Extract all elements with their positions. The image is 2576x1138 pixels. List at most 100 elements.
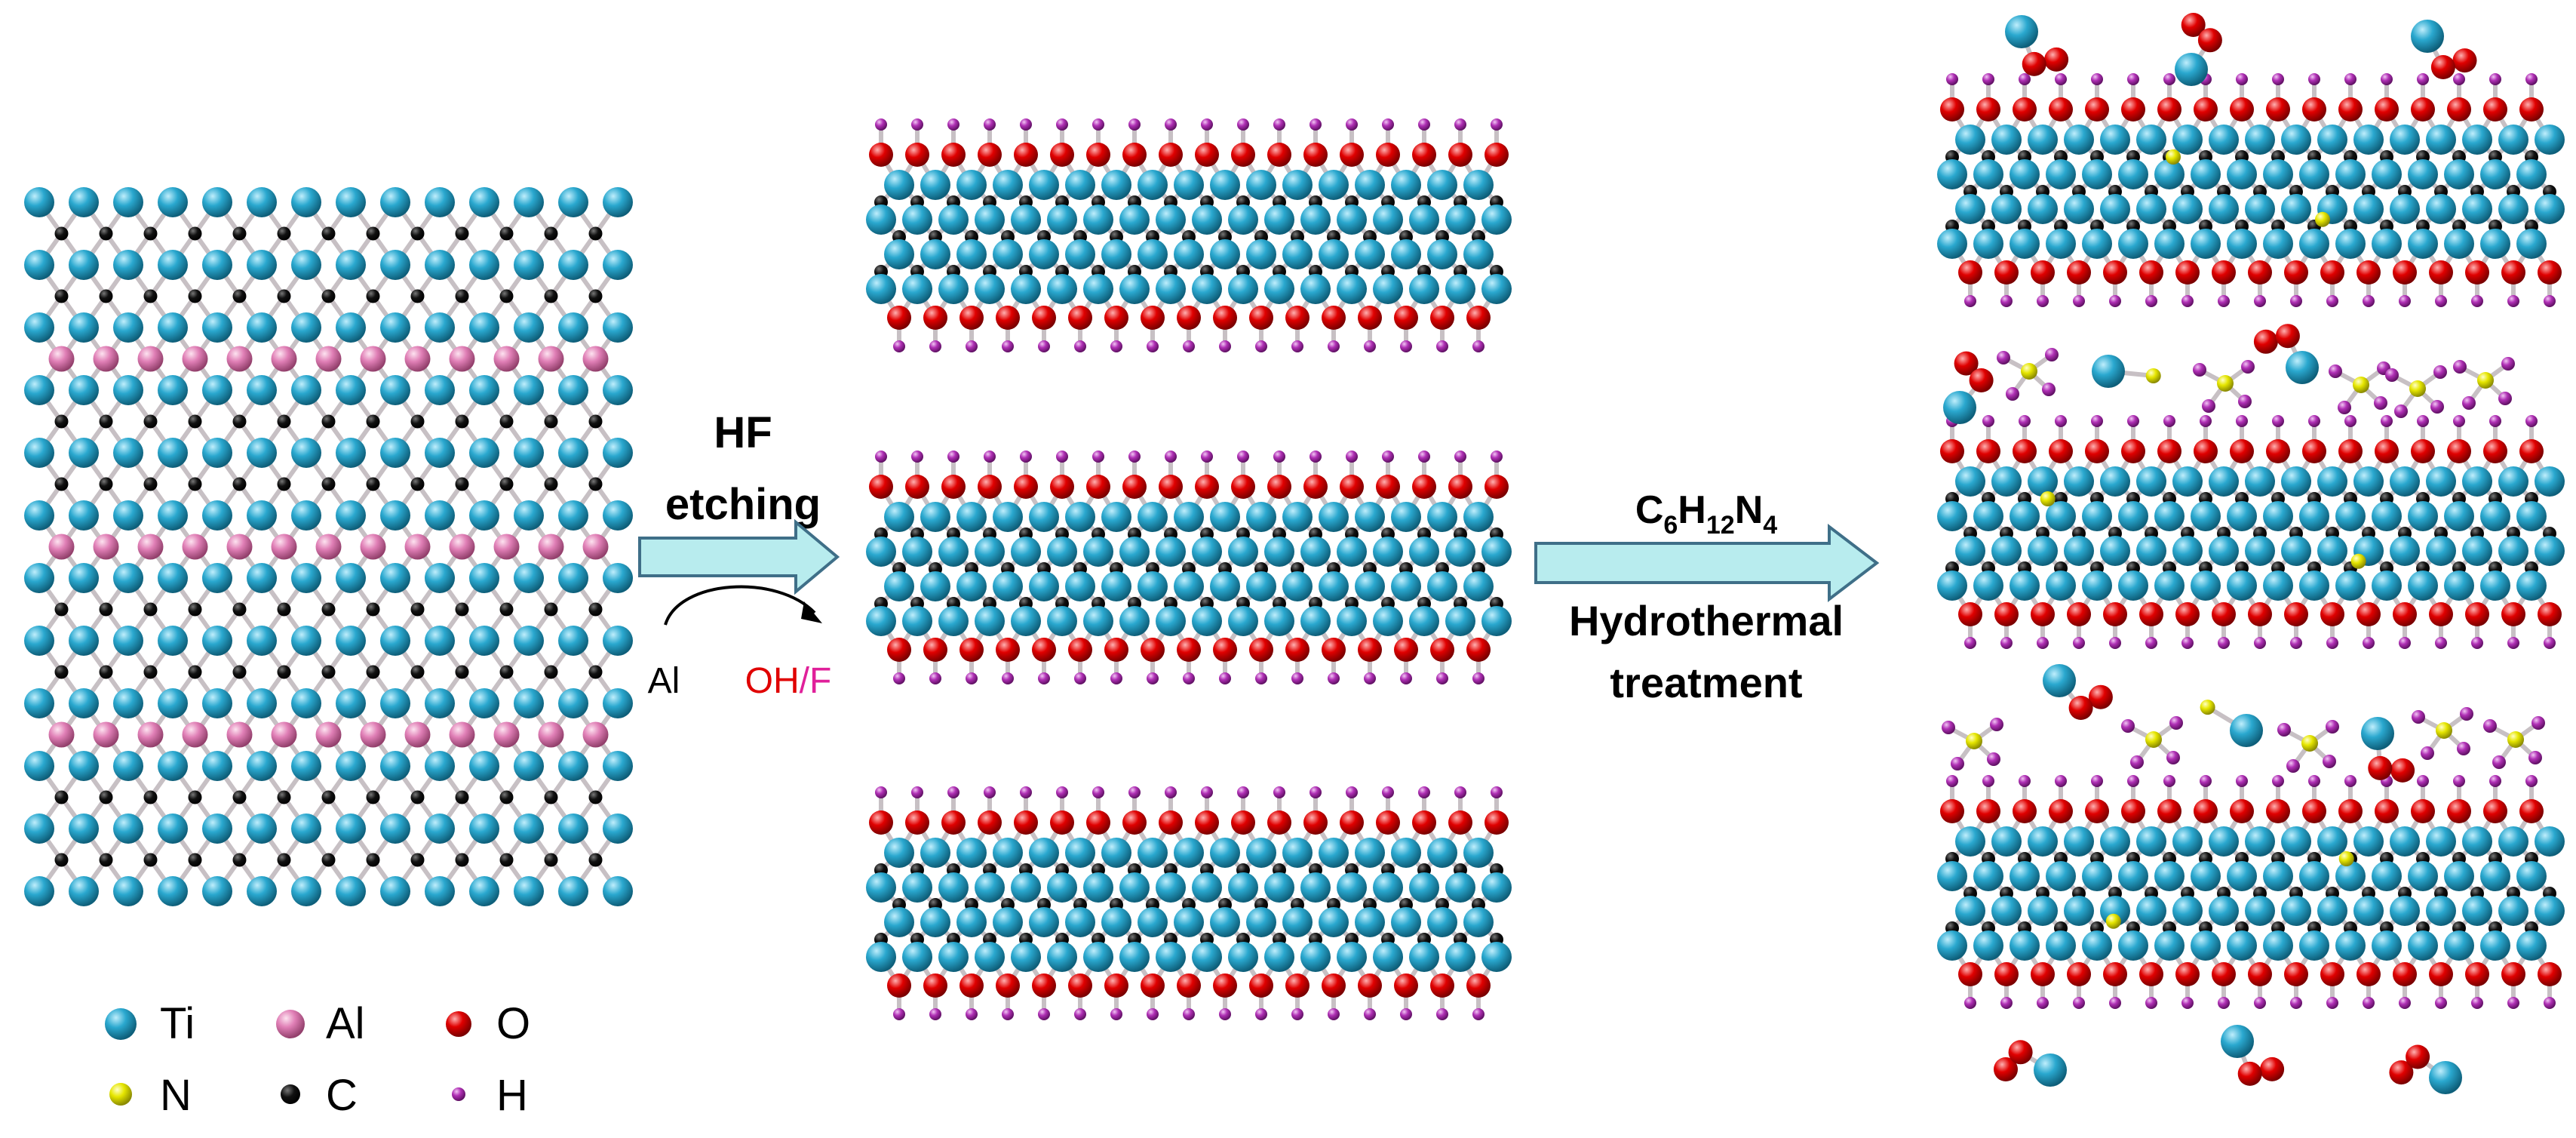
ti-atom (291, 688, 321, 718)
o-atom (1195, 475, 1219, 499)
o-atom (1032, 306, 1056, 330)
ti-atom (469, 438, 499, 468)
ti-atom (2335, 861, 2366, 891)
ti-atom (158, 500, 188, 531)
al-atom (582, 721, 609, 748)
ti-atom (902, 606, 932, 636)
al-atom (182, 346, 208, 372)
ti-atom (2408, 930, 2438, 961)
o-atom (1412, 475, 1436, 499)
o-atom (1086, 810, 1110, 835)
ti-atom (2175, 53, 2208, 86)
h-atom (2109, 997, 2121, 1009)
o-atom (1358, 306, 1382, 330)
o-atom (1340, 475, 1364, 499)
ti-atom (2136, 896, 2166, 926)
ti-atom (2263, 571, 2293, 601)
c-atom (455, 477, 469, 491)
ti-atom (2462, 466, 2492, 497)
ti-atom (2064, 466, 2094, 497)
o-atom (1994, 602, 2019, 626)
o-atom (2103, 260, 2127, 284)
h-atom (1987, 752, 2000, 766)
ti-atom (1119, 942, 1150, 972)
o-atom (1940, 439, 1964, 463)
o-atom (1376, 143, 1400, 167)
h-atom (1183, 1008, 1195, 1020)
ti-atom (380, 250, 410, 280)
c-atom (588, 226, 603, 241)
c-atom (99, 790, 113, 804)
ti-atom (1138, 571, 1168, 601)
ti-atom (1973, 229, 2003, 259)
legend-label-o: O (496, 999, 530, 1048)
h-atom (1020, 451, 1032, 463)
h-atom (1183, 672, 1195, 684)
ti-atom (920, 907, 950, 937)
o-atom (869, 143, 893, 167)
ti-atom (558, 876, 588, 906)
ti-atom (2426, 125, 2456, 155)
ti-atom (2444, 930, 2474, 961)
h-atom (2200, 775, 2212, 787)
o-atom (2248, 602, 2272, 626)
h-atom (2507, 295, 2519, 307)
o-atom (1285, 306, 1309, 330)
ti-atom (1427, 907, 1457, 937)
c-atom (143, 665, 158, 679)
ti-atom (956, 502, 987, 532)
ti-atom (866, 537, 896, 567)
c-atom (366, 665, 380, 679)
o-atom (1322, 638, 1346, 662)
o-atom (1940, 97, 1964, 121)
ti-atom (291, 876, 321, 906)
c-atom (188, 790, 202, 804)
o-atom-icon (446, 1011, 471, 1037)
o-atom (2390, 758, 2415, 783)
ti-atom (866, 205, 896, 235)
o-atom (1430, 306, 1454, 330)
h-atom (1472, 1008, 1485, 1020)
ti-atom (2372, 229, 2402, 259)
h-atom (2363, 295, 2375, 307)
ti3alc2-max-phase (24, 187, 633, 906)
ti-atom (1228, 537, 1258, 567)
ti-atom (603, 876, 633, 906)
ti-atom (2118, 861, 2148, 891)
ti-atom (158, 688, 188, 718)
ti-atom (2462, 194, 2492, 224)
ti-atom (1210, 838, 1240, 868)
ti-atom (24, 375, 54, 405)
c-atom (588, 414, 603, 429)
ti-atom (2227, 571, 2257, 601)
o-atom (2194, 799, 2218, 823)
ti-atom (1355, 239, 1385, 269)
ti-atom (336, 250, 366, 280)
ti-atom (1047, 274, 1077, 304)
ti-atom (1210, 239, 1240, 269)
ti-atom (956, 239, 987, 269)
ti-atom (2191, 930, 2221, 961)
oh-text: OH (745, 661, 800, 701)
o-atom (1249, 973, 1273, 998)
reagent-sub-12: 12 (1706, 511, 1735, 540)
ti-atom (2353, 826, 2384, 857)
h-atom (2073, 295, 2085, 307)
ti-atom (2082, 501, 2112, 531)
ti-atom (24, 312, 54, 343)
ti-atom (1445, 942, 1475, 972)
ti-atom (884, 239, 914, 269)
c-atom (232, 226, 247, 241)
ti-atom (993, 239, 1023, 269)
al-atom (404, 721, 431, 748)
c-atom (499, 790, 514, 804)
h-atom (2145, 637, 2157, 649)
ti-atom (2064, 896, 2094, 926)
ti-atom (920, 239, 950, 269)
o-atom (1466, 638, 1491, 662)
o-atom (2320, 602, 2344, 626)
ti-atom (113, 626, 143, 656)
ti-atom (2498, 194, 2528, 224)
c-atom (277, 414, 291, 429)
ti-atom (2390, 125, 2420, 155)
